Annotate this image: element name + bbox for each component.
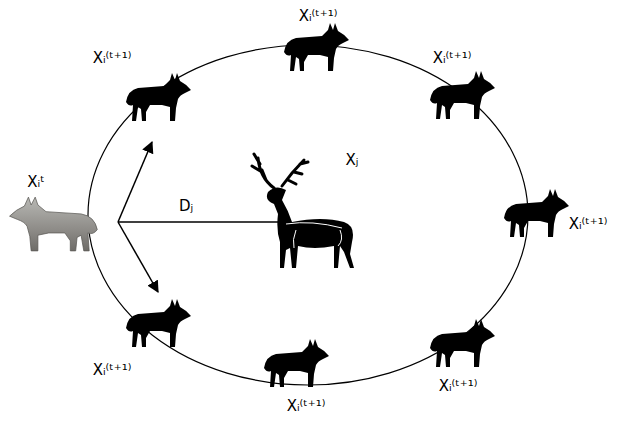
wolf-photo xyxy=(10,197,98,251)
variable-label: Xᵢ⁽ᵗ⁺¹⁾ xyxy=(433,49,472,67)
orbit-ellipse xyxy=(88,45,528,385)
variable-label: Xᵢ⁽ᵗ⁺¹⁾ xyxy=(569,215,608,233)
variable-label: Xᵢ⁽ᵗ⁺¹⁾ xyxy=(299,7,338,25)
variable-label: Xᵢ⁽ᵗ⁺¹⁾ xyxy=(287,397,326,415)
wolf-silhouette xyxy=(264,339,329,387)
wolf-silhouette xyxy=(504,189,569,237)
distance-line xyxy=(118,221,282,223)
move-arrow xyxy=(118,222,158,292)
wolf-silhouette xyxy=(430,319,495,367)
variable-label: Xᵢ⁽ᵗ⁺¹⁾ xyxy=(93,361,132,379)
variable-label: Xᵢ⁽ᵗ⁺¹⁾ xyxy=(439,377,478,395)
variable-label: Xᵢ⁽ᵗ⁺¹⁾ xyxy=(93,49,132,67)
wolf-silhouette xyxy=(126,73,191,121)
variable-label: Xⱼ xyxy=(346,151,359,169)
variable-label: Dⱼ xyxy=(179,197,193,215)
variable-label: Xᵢᵗ xyxy=(27,173,44,191)
wolf-silhouette xyxy=(284,23,349,71)
wolf-silhouette xyxy=(126,299,191,347)
deer-silhouette xyxy=(252,154,354,268)
wolf-silhouette xyxy=(430,71,495,119)
move-arrow xyxy=(118,142,152,222)
